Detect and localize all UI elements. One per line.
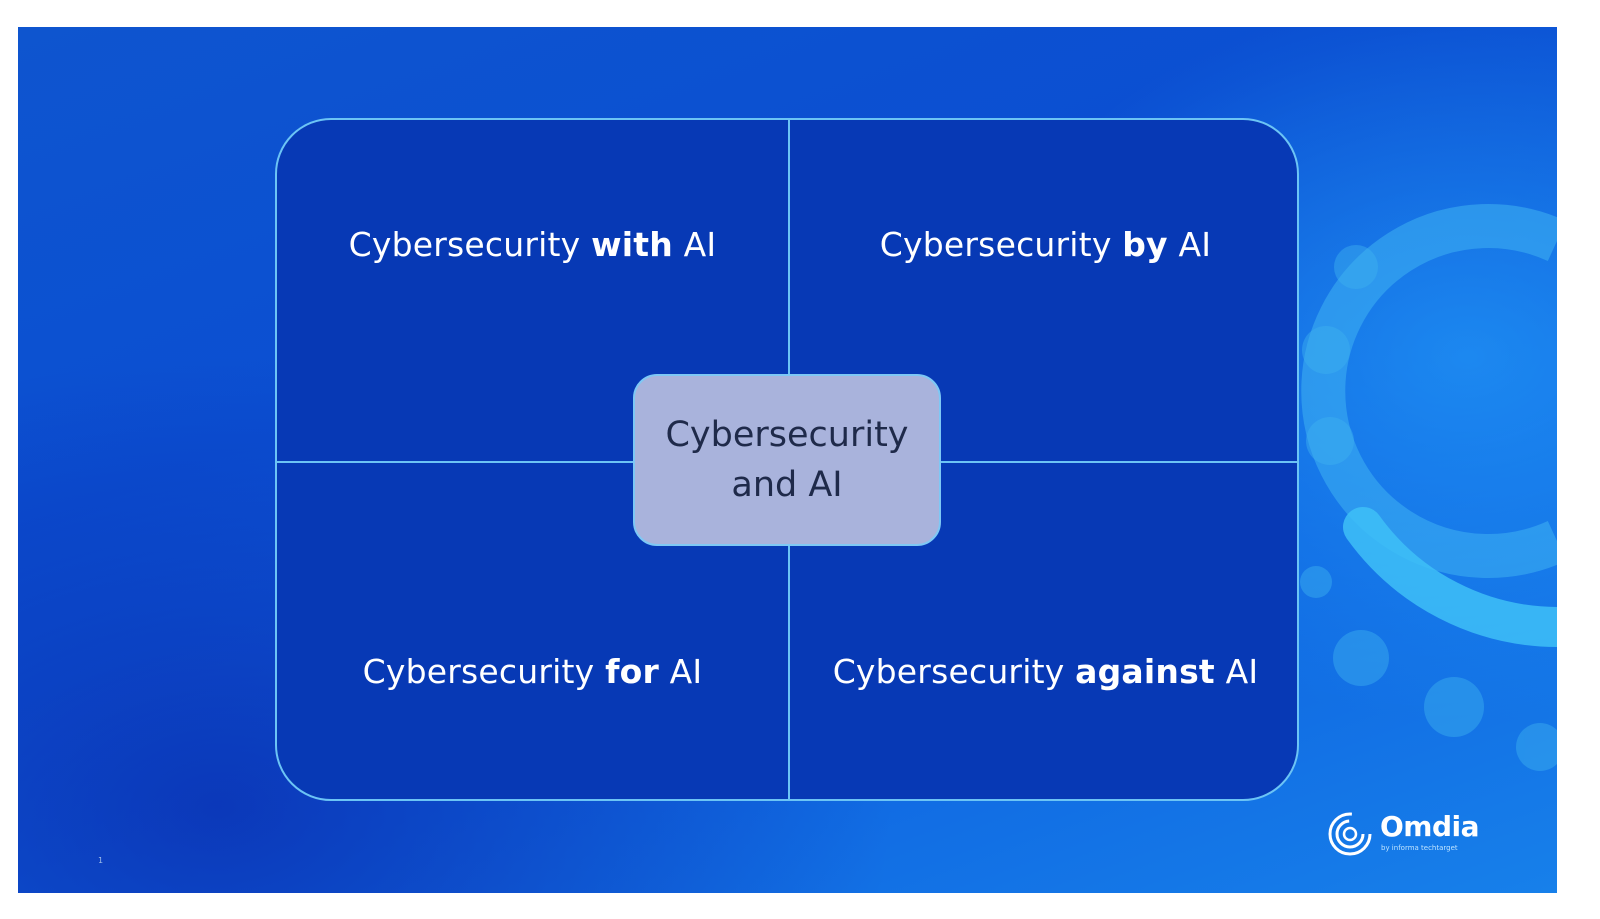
omdia-logo: Omdia by informa techtarget bbox=[1326, 810, 1496, 860]
background-decoration bbox=[1300, 204, 1557, 771]
center-box-line2: and AI bbox=[731, 465, 843, 505]
quadrant-top-right-prefix: Cybersecurity bbox=[879, 225, 1123, 264]
quadrant-top-left-emphasis: with bbox=[591, 225, 673, 264]
center-box: Cybersecurity and AI bbox=[633, 374, 941, 546]
quadrant-top-left-suffix: AI bbox=[672, 225, 717, 264]
decorative-ring-icon bbox=[1301, 204, 1557, 647]
quadrant-top-left-prefix: Cybersecurity bbox=[348, 225, 592, 264]
slide: Cybersecurity with AI Cybersecurity by A… bbox=[18, 27, 1557, 893]
quadrant-bottom-right-prefix: Cybersecurity bbox=[832, 652, 1076, 691]
quadrant-top-right-label: Cybersecurity by AI bbox=[790, 225, 1297, 264]
quadrant-top-right-suffix: AI bbox=[1167, 225, 1212, 264]
center-box-line1: Cybersecurity bbox=[665, 415, 909, 455]
quadrant-bottom-left-prefix: Cybersecurity bbox=[362, 652, 606, 691]
quadrant-bottom-left-suffix: AI bbox=[658, 652, 703, 691]
logo-text: Omdia bbox=[1380, 810, 1480, 843]
quadrant-top-left-label: Cybersecurity with AI bbox=[277, 225, 788, 264]
quadrant-diagram: Cybersecurity with AI Cybersecurity by A… bbox=[275, 118, 1299, 801]
quadrant-bottom-right-emphasis: against bbox=[1075, 652, 1215, 691]
quadrant-bottom-right-suffix: AI bbox=[1214, 652, 1259, 691]
quadrant-bottom-left-emphasis: for bbox=[605, 652, 659, 691]
quadrant-bottom-right-label: Cybersecurity against AI bbox=[790, 652, 1297, 691]
quadrant-bottom-left-label: Cybersecurity for AI bbox=[277, 652, 788, 691]
logo-subtext: by informa techtarget bbox=[1381, 844, 1458, 852]
quadrant-top-right-emphasis: by bbox=[1122, 225, 1168, 264]
omdia-swirl-icon bbox=[1328, 812, 1372, 856]
slide-number: 1 bbox=[98, 856, 104, 865]
decorative-dots-icon bbox=[1300, 245, 1557, 771]
